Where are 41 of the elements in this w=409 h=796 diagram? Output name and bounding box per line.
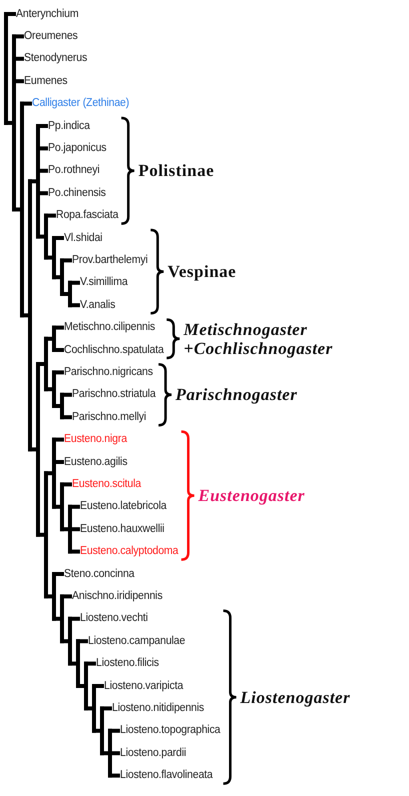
clade-label: Eustenogaster (198, 486, 305, 506)
taxon-label: Anischno.iridipennis (72, 588, 162, 604)
clade-label: Polistinae (138, 161, 214, 180)
taxon-label: Eusteno.scitula (72, 476, 141, 492)
taxon-label: Ropa.fasciata (56, 208, 118, 224)
taxon-label: Steno.concinna (64, 566, 134, 582)
taxon-label: Parischno.nigricans (64, 364, 153, 380)
taxon-label: Pp.indica (48, 118, 90, 134)
taxon-label: Po.japonicus (48, 140, 106, 156)
taxon-label: Vl.shidai (64, 230, 102, 246)
taxon-label: Liosteno.nitidipennis (112, 700, 204, 716)
taxon-label: Calligaster (Zethinae) (32, 96, 130, 112)
taxon-label: Parischno.mellyi (72, 410, 146, 425)
taxon-label: Prov.barthelemyi (72, 252, 148, 268)
taxon-label: Eusteno.nigra (64, 432, 127, 448)
taxon-label: Liosteno.topographica (120, 723, 220, 738)
taxon-label: Eusteno.hauxwellii (80, 522, 164, 537)
taxon-label: Anterynchium (16, 6, 78, 22)
taxon-label: V.analis (80, 298, 116, 313)
taxon-label: Oreumenes (24, 28, 78, 44)
clade-label: Parischnogaster (176, 385, 298, 404)
taxon-label: Eusteno.agilis (64, 454, 128, 470)
taxon-label: Liosteno.varipicta (104, 678, 184, 694)
taxon-label: Cochlischno.spatulata (64, 342, 164, 358)
taxon-label: Eusteno.latebricola (80, 499, 166, 514)
taxon-label: Liosteno.filicis (96, 656, 159, 672)
taxon-label: Stenodynerus (24, 51, 88, 66)
clade-label: Liostenogaster (240, 688, 350, 707)
taxon-label: Liosteno.vechti (80, 611, 148, 626)
taxon-label: Metischno.cilipennis (64, 320, 155, 336)
taxon-label: Liosteno.flavolineata (120, 768, 213, 784)
taxon-label: Po.rothneyi (48, 163, 100, 178)
taxon-label: Parischno.striatula (72, 387, 156, 402)
clade-label: Metischnogaster +Cochlischnogaster (184, 320, 333, 358)
taxon-label: V.simillima (80, 275, 128, 290)
taxon-label: Eumenes (24, 74, 68, 89)
taxon-label: Liosteno.campanulae (88, 634, 186, 649)
clade-label: Vespinae (168, 262, 236, 282)
taxon-label: Liosteno.pardii (120, 746, 186, 761)
taxon-label: Po.chinensis (48, 186, 106, 201)
taxon-label: Eusteno.calyptodoma (80, 544, 178, 560)
